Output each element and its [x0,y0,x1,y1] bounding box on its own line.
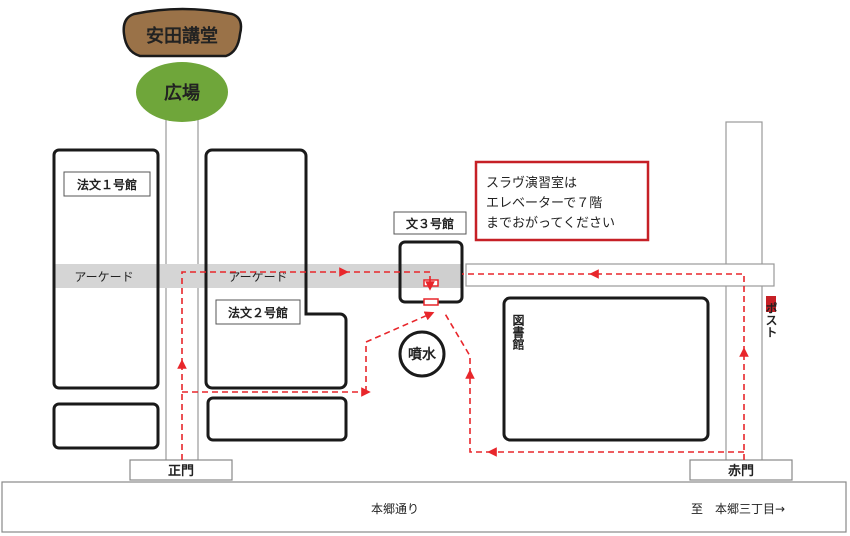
route-arcade-east [181,267,349,364]
building-labels: 法文１号館 法文２号館 文３号館 図書館 [63,171,525,351]
library-building [502,296,710,442]
main-gate-label: 正門 [168,464,194,479]
elevator-markers [423,279,439,306]
post-box: ポスト [764,296,778,338]
route-to-fountain [443,311,471,374]
houbun1-building [52,148,160,390]
route-to-elevator [365,311,435,392]
hongo-dori-road: 本郷通り 至 本郷三丁目→ [1,481,847,533]
arcade-strip-bun3 [402,265,460,287]
route-to-bun3 [344,271,435,291]
fountain: 噴水 [398,330,446,378]
post-box-icon [766,296,776,312]
library-label: 図書館 [511,314,525,351]
houbun2-label: 法文２号館 [228,305,288,320]
road-name-label: 本郷通り [371,502,419,516]
bun3-label: 文３号館 [406,216,454,231]
arcade-strip-houbun2 [208,265,304,287]
houbun1-annex [52,402,160,450]
route-main-gate [177,267,435,460]
route-west-library [465,369,492,453]
arcade-strip-houbun1 [56,265,156,287]
road-direction-label: 至 本郷三丁目→ [691,502,785,516]
main-gate-box [129,459,233,481]
route-red-gate [443,269,749,460]
route-east-walkway [589,269,745,352]
notice-line3: までおがってください [486,216,615,231]
fountain-label: 噴水 [408,346,437,363]
houbun1-label: 法文１号館 [77,177,137,192]
east-walkway [465,263,775,287]
red-gate-box [689,459,793,481]
houbun2-annex [206,396,348,442]
elevator-marker-lower [423,298,439,306]
plaza: 広場 [136,62,228,122]
arcade-label-right-top: アーケード [228,270,287,284]
arcade-label-left-top: アーケード [74,270,133,284]
red-gate-label: 赤門 [728,463,754,479]
yasuda-auditorium: 安田講堂 [122,7,243,58]
plaza-label: 広場 [164,82,200,104]
notice-line2: エレベーターで７階 [486,196,602,211]
houbun2-building [204,148,348,390]
auditorium-label: 安田講堂 [146,25,218,47]
notice-box: スラヴ演習室は エレベーターで７階 までおがってください [474,160,650,242]
gates: 正門 赤門 [129,459,793,481]
post-box-label: ポスト [764,301,778,338]
notice-line1: スラヴ演習室は [486,175,577,191]
elevator-marker-upper [423,279,439,287]
